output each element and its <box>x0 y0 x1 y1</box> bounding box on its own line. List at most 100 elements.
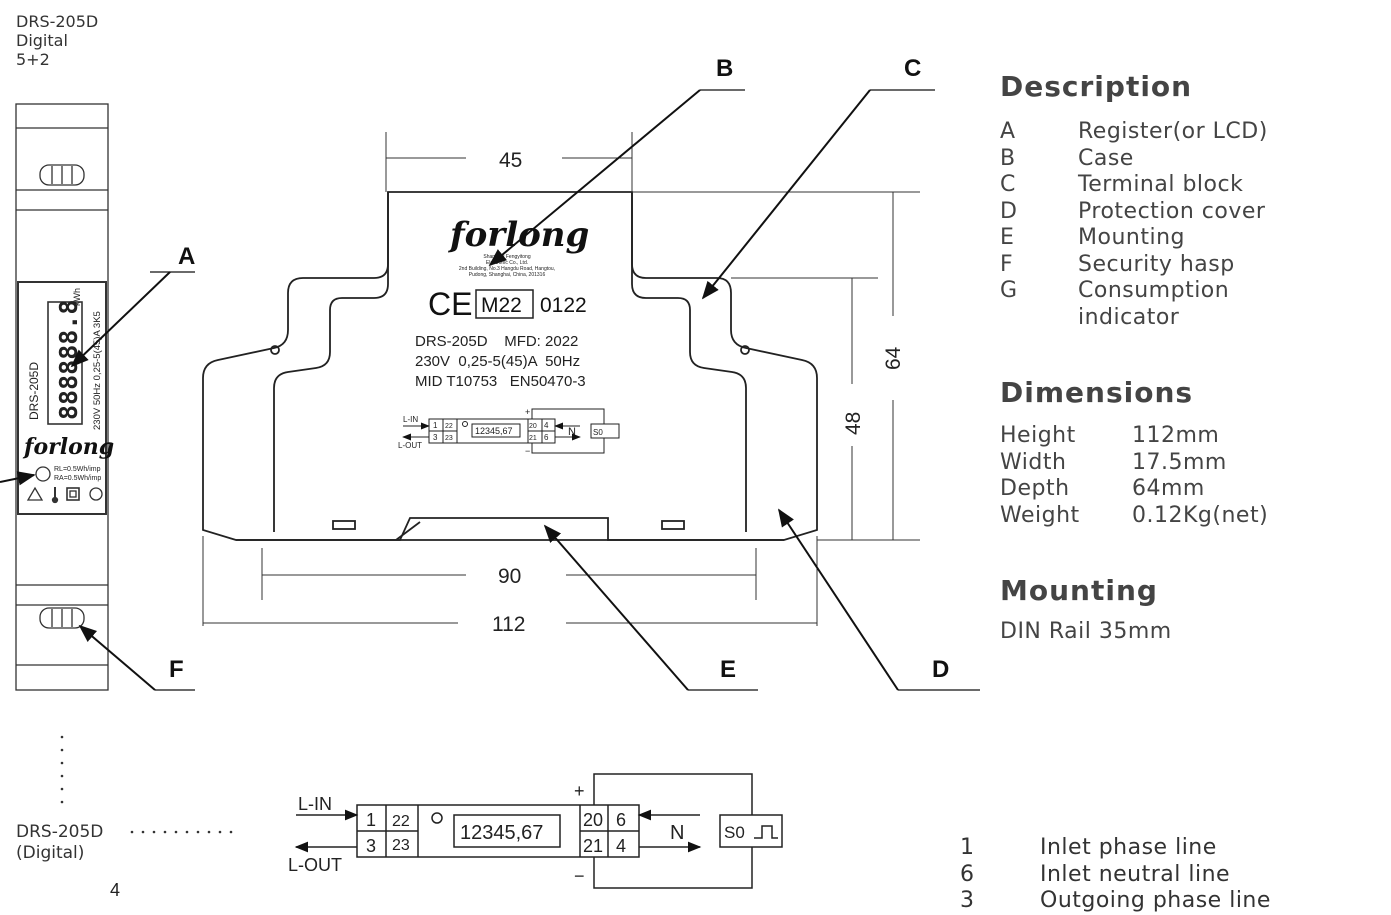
face-s0: S0 <box>593 428 603 437</box>
model-name: DRS-205D <box>16 12 99 31</box>
model-block: DRS-205D Digital 5+2 <box>16 12 98 69</box>
wiring-plus: + <box>574 781 585 801</box>
dotted-guide <box>60 735 233 834</box>
wiring-counter: 12345,67 <box>460 822 543 844</box>
bottom-model-name: DRS-205D <box>16 822 104 842</box>
side-brand-logo: forlong <box>22 434 114 460</box>
dim-112: 112 <box>492 613 525 636</box>
top-hasp-icon <box>39 164 85 186</box>
wiring-t20: 20 <box>583 810 603 830</box>
metrology-mark: M22 <box>481 294 522 317</box>
mounting-value: DIN Rail 35mm <box>1000 619 1172 644</box>
wiring-lin: L-IN <box>298 794 332 814</box>
brand-logo: forlong <box>448 215 589 255</box>
description-title: Description <box>1000 70 1193 103</box>
face-t20: 20 <box>529 423 537 430</box>
notified-body: 0122 <box>540 294 587 317</box>
face-lin: L-IN <box>403 415 418 424</box>
wiring-t3: 3 <box>366 836 376 856</box>
face-t22: 22 <box>445 423 453 430</box>
s0-box <box>719 814 783 848</box>
model-digits: 5+2 <box>16 50 50 69</box>
security-hasp-icon <box>39 607 85 629</box>
dimensions-title: Dimensions <box>1000 376 1194 409</box>
metrology-box <box>475 289 534 319</box>
face-t6: 6 <box>544 433 549 442</box>
dim-45: 45 <box>499 149 522 172</box>
model-type: Digital <box>16 31 68 50</box>
page-number: 4 <box>110 880 120 896</box>
counter-box <box>453 814 561 848</box>
spec-line-3: MID T10753 EN50470-3 <box>415 373 586 390</box>
consumption-led-icon <box>35 466 51 482</box>
face-plus: + <box>525 407 530 417</box>
warning-icon <box>26 486 44 501</box>
wiring-minus: − <box>574 866 585 886</box>
label-b: B <box>716 55 733 82</box>
dim-64: 64 <box>882 346 905 370</box>
side-rating-text: 230V 50Hz 0,25-5(45)A 3K5 <box>92 311 103 430</box>
face-t1: 1 <box>433 421 438 430</box>
face-t21: 21 <box>529 435 537 442</box>
side-kwh-text: kWh <box>72 288 82 306</box>
face-counter: 12345,67 <box>475 426 513 436</box>
side-meter-body <box>15 103 109 691</box>
face-t23: 23 <box>445 435 453 442</box>
spec-line-2: 230V 0,25-5(45)A 50Hz <box>415 353 580 370</box>
address-line-1: Shanghai Fengyitong <box>483 254 530 260</box>
address-line-4: Pudong, Shanghai, China, 201316 <box>469 272 546 278</box>
face-n: N <box>568 426 576 438</box>
face-minus: − <box>525 446 530 456</box>
wiring-t1: 1 <box>366 810 376 830</box>
face-t3: 3 <box>433 433 438 442</box>
class-b-icon <box>89 487 103 501</box>
double-insulation-icon <box>66 487 80 501</box>
label-d: D <box>932 656 949 683</box>
side-led-line-1: RL=0.5Wh/imp <box>54 466 101 473</box>
description-item: indicator <box>1078 304 1180 330</box>
mounting-title: Mounting <box>1000 574 1158 607</box>
wiring-t21: 21 <box>583 836 603 856</box>
technical-drawing: 888888.8 DRS-205D kWh 230V 50Hz 0,25-5(4… <box>0 55 980 896</box>
address-line-3: 2nd Building, No.3 Hangdu Road, Hangtou, <box>459 266 555 272</box>
wiring-s0: S0 <box>724 823 745 842</box>
mounting-section: Mounting DIN Rail 35mm <box>1000 574 1172 644</box>
label-f: F <box>169 656 184 683</box>
wiring-t23: 23 <box>392 837 410 854</box>
dim-90: 90 <box>498 565 521 588</box>
label-c: C <box>904 55 921 82</box>
wiring-t4: 4 <box>616 836 626 856</box>
spec-line-1: DRS-205D MFD: 2022 <box>415 333 578 350</box>
wiring-t6: 6 <box>616 810 626 830</box>
face-t4: 4 <box>544 421 549 430</box>
wiring-t22: 22 <box>392 813 410 830</box>
wiring-diagram <box>294 773 783 889</box>
ce-mark: CE <box>428 286 472 322</box>
label-e: E <box>720 656 736 683</box>
label-a: A <box>178 243 195 270</box>
face-wiring <box>402 408 620 454</box>
wiring-n: N <box>670 822 684 844</box>
bottom-model-type: (Digital) <box>16 843 85 863</box>
front-panel <box>17 281 107 515</box>
side-led-line-2: RA=0.5Wh/imp <box>54 475 101 482</box>
bottom-model-label: DRS-205D (Digital) <box>16 822 103 864</box>
pulse-led-icon <box>431 812 443 824</box>
